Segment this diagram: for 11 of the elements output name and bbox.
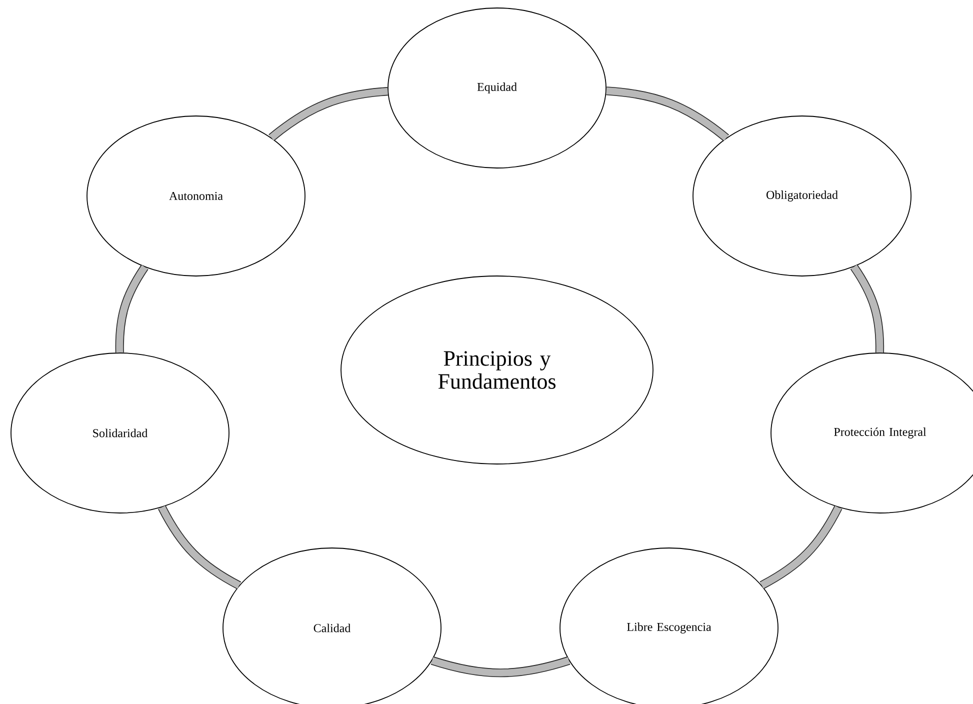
circle-node: Equidad [388,8,606,168]
ring-segment [268,87,388,142]
ring-segment [430,656,570,678]
circle-node: Obligatoriedad [692,116,912,276]
circle-node: Solidaridad [10,352,230,514]
circle-node: Autonomia [86,116,306,276]
ring-segment [606,86,729,142]
ring-segment [115,264,148,353]
ring-segment [760,505,842,590]
ring-segment [158,505,242,590]
ring-segment [850,264,884,353]
